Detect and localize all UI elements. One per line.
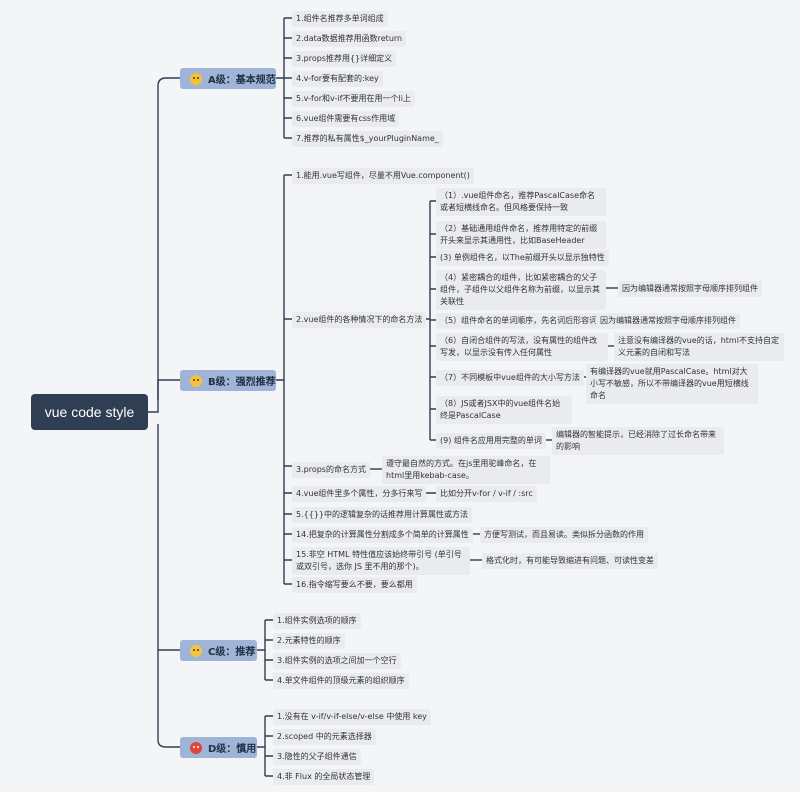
category-b[interactable]: B级：强烈推荐: [180, 370, 276, 391]
b-item[interactable]: 3.props的命名方式: [292, 462, 370, 478]
grinning-face-icon: [190, 72, 202, 85]
warning-face-icon: [190, 741, 202, 754]
a-item[interactable]: 6.vue组件需要有css作用域: [292, 111, 400, 127]
b-item[interactable]: 1.能用.vue写组件，尽量不用Vue.component(): [292, 168, 474, 184]
b-item[interactable]: 15.非空 HTML 特性值应该始终带引号 (单引号或双引号，选你 JS 里不用…: [292, 547, 470, 575]
a-item[interactable]: 1.组件名推荐多单词组成: [292, 11, 388, 27]
b2-child[interactable]: （2）基础通用组件命名，推荐用特定的前缀开头来显示其通用性，比如BaseHead…: [436, 221, 606, 249]
b14-note[interactable]: 方便写测试，而且易读。类似拆分函数的作用: [480, 527, 648, 543]
d-item[interactable]: 2.scoped 中的元素选择器: [273, 729, 376, 745]
smiling-face-icon: [190, 374, 202, 387]
b2-note[interactable]: 因为编辑器通常按照字母顺序排列组件: [618, 281, 762, 297]
d-item[interactable]: 3.隐性的父子组件通信: [273, 749, 361, 765]
b2-child[interactable]: （7）不同模板中vue组件的大小写方法: [436, 370, 584, 386]
b2-note[interactable]: 因为编辑器通常按照字母顺序排列组件: [596, 313, 740, 329]
b-item[interactable]: 16.指令缩写要么不要，要么都用: [292, 577, 417, 593]
b2-child[interactable]: （6）自闭合组件的写法，没有属性的组件改写发，以显示没有传入任何属性: [436, 333, 608, 361]
d-item[interactable]: 4.非 Flux 的全局状态管理: [273, 769, 375, 785]
d-item[interactable]: 1.没有在 v-if/v-if-else/v-else 中使用 key: [273, 709, 431, 725]
b-item[interactable]: 4.vue组件里多个属性，分多行来写: [292, 486, 427, 502]
category-a[interactable]: A级：基本规范: [180, 68, 276, 89]
b2-child[interactable]: （8）JS或者JSX中的vue组件名始终是PascalCase: [436, 396, 572, 424]
b-item[interactable]: 2.vue组件的各种情况下的命名方法: [292, 312, 427, 328]
b2-note[interactable]: 注意没有编译器的vue的话，html不支持自定义元素的自闭和写法: [614, 333, 784, 361]
b2-child[interactable]: （4）紧密耦合的组件，比如紧密耦合的父子组件，子组件以父组件名称为前缀，以显示其…: [436, 270, 606, 310]
category-c-label: C级：推荐: [208, 647, 256, 658]
category-d[interactable]: D级：慎用: [180, 737, 257, 758]
c-item[interactable]: 4.单文件组件的顶级元素的组织顺序: [273, 673, 409, 689]
root-node[interactable]: vue code style: [31, 394, 148, 430]
category-c[interactable]: C级：推荐: [180, 640, 257, 661]
a-item[interactable]: 7.推荐的私有属性$_yourPluginName_: [292, 131, 443, 147]
b2-child[interactable]: （1）.vue组件命名，推荐PascalCase命名或者短横线命名。但风格要保持…: [436, 188, 606, 216]
category-d-label: D级：慎用: [208, 744, 257, 755]
c-item[interactable]: 2.元素特性的顺序: [273, 633, 345, 649]
b2-child[interactable]: (3) 单例组件名，以The前缀开头以显示独特性: [436, 250, 609, 266]
slightly-smiling-face-icon: [190, 644, 202, 657]
b2-child[interactable]: (9) 组件名应用用完整的单词: [436, 433, 546, 449]
category-b-label: B级：强烈推荐: [208, 377, 276, 388]
b-item[interactable]: 14.把复杂的计算属性分割成多个简单的计算属性: [292, 527, 473, 543]
b2-note[interactable]: 有编译器的vue就用PascalCase。html对大小写不敏感，所以不带编译器…: [586, 364, 758, 404]
b2-note[interactable]: 编辑器的智能提示，已经消除了过长命名带来的影响: [552, 427, 724, 455]
a-item[interactable]: 2.data数据推荐用函数return: [292, 31, 407, 47]
b2-child[interactable]: （5）组件命名的单词顺序，先名词后形容词: [436, 313, 602, 329]
b3-note[interactable]: 遵守最自然的方式。在js里用驼峰命名，在html里用kebab-case。: [382, 456, 550, 484]
a-item[interactable]: 3.props推荐用{}详细定义: [292, 51, 397, 67]
b4-note[interactable]: 比如分开v-for / v-if / :src: [436, 486, 537, 502]
c-item[interactable]: 1.组件实例选项的顺序: [273, 613, 361, 629]
c-item[interactable]: 3.组件实例的选项之间加一个空行: [273, 653, 401, 669]
b-item[interactable]: 5.{{}}中的逻辑复杂的话推荐用计算属性或方法: [292, 507, 472, 523]
a-item[interactable]: 4.v-for要有配套的:key: [292, 71, 383, 87]
a-item[interactable]: 5.v-for和v-if不要用在用一个li上: [292, 91, 415, 107]
category-a-label: A级：基本规范: [208, 75, 276, 86]
b15-note[interactable]: 格式化时，有可能导致缩进有问题、可读性变差: [482, 553, 658, 569]
